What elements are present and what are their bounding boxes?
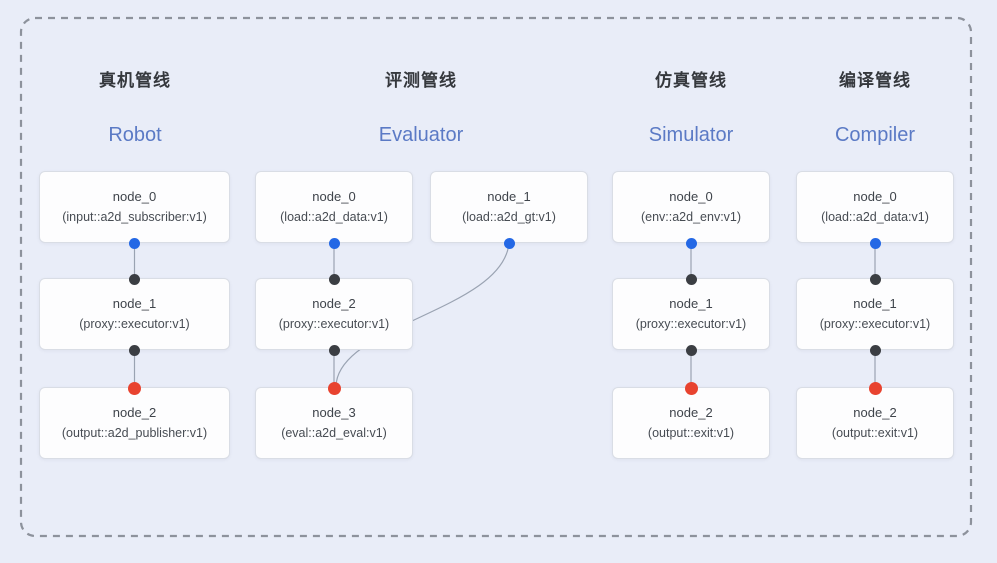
simulator-node-1-box: node_1 (proxy::executor:v1): [612, 278, 770, 350]
evaluator-node-3-box: node_3 (eval::a2d_eval:v1): [255, 387, 413, 459]
node-detail: (load::a2d_data:v1): [280, 210, 388, 224]
pipeline-title-simulator-cn: 仿真管线: [655, 71, 727, 90]
simulator-node-0-box: node_0 (env::a2d_env:v1): [612, 171, 770, 243]
node-name: node_2: [312, 296, 356, 311]
node-name: node_1: [112, 296, 157, 311]
pipeline-title-robot-cn: 真机管线: [99, 71, 171, 90]
node-name: node_1: [669, 296, 713, 311]
node-name: node_0: [112, 189, 157, 204]
port-dot-blue: [869, 237, 881, 249]
node-detail: (env::a2d_env:v1): [640, 210, 742, 224]
compiler-node-0-box: node_0 (load::a2d_data:v1): [796, 171, 954, 243]
port-dot-red: [327, 381, 341, 395]
node-name: node_2: [669, 405, 713, 420]
pipeline-title-robot-en: Robot: [108, 124, 162, 146]
node-detail: (load::a2d_data:v1): [821, 210, 929, 224]
evaluator-node-1-box: node_1 (load::a2d_gt:v1): [430, 171, 588, 243]
compiler-node-1-box: node_1 (proxy::executor:v1): [796, 278, 954, 350]
node-detail: (output::a2d_publisher:v1): [61, 426, 208, 440]
port-dot-black: [129, 344, 140, 356]
node-detail: (output::exit:v1): [647, 426, 735, 440]
port-dot-blue: [328, 237, 340, 249]
pipeline-title-evaluator-cn: 评测管线: [385, 71, 457, 90]
port-dot-black: [129, 273, 140, 285]
pipeline-title-simulator-en: Simulator: [648, 124, 734, 146]
port-dot-blue: [685, 237, 697, 249]
simulator-node-2-box: node_2 (output::exit:v1): [612, 387, 770, 459]
node-name: node_0: [853, 189, 897, 204]
pipeline-title-compiler-cn: 编译管线: [839, 71, 911, 90]
node-name: node_3: [312, 405, 356, 420]
port-dot-black: [869, 273, 881, 285]
dashed-frame: [19, 16, 973, 538]
node-name: node_0: [669, 189, 713, 204]
node-detail: (proxy::executor:v1): [278, 317, 390, 331]
node-name: node_2: [112, 405, 157, 420]
compiler-node-2-box: node_2 (output::exit:v1): [796, 387, 954, 459]
node-name: node_1: [487, 189, 531, 204]
node-detail: (eval::a2d_eval:v1): [281, 426, 387, 440]
pipeline-title-compiler-en: Compiler: [834, 124, 916, 146]
node-detail: (proxy::executor:v1): [79, 317, 190, 331]
node-name: node_1: [853, 296, 897, 311]
node-detail: (output::exit:v1): [831, 426, 919, 440]
edge-evaluator-node1-node3-curve: [335, 242, 510, 387]
port-dot-black: [869, 344, 881, 356]
port-dot-red: [868, 381, 882, 395]
node-name: node_0: [312, 189, 356, 204]
port-dot-blue: [129, 237, 140, 249]
node-detail: (proxy::executor:v1): [635, 317, 747, 331]
node-name: node_2: [853, 405, 897, 420]
node-detail: (input::a2d_subscriber:v1): [62, 210, 207, 224]
node-detail: (load::a2d_gt:v1): [462, 210, 556, 224]
port-dot-red: [128, 381, 141, 395]
evaluator-node-2-box: node_2 (proxy::executor:v1): [255, 278, 413, 350]
pipeline-title-evaluator-en: Evaluator: [378, 124, 464, 146]
port-dot-black: [328, 273, 340, 285]
robot-node-1-box: node_1 (proxy::executor:v1): [39, 278, 230, 350]
port-dot-blue: [503, 237, 515, 249]
port-dot-black: [328, 344, 340, 356]
evaluator-node-0-box: node_0 (load::a2d_data:v1): [255, 171, 413, 243]
port-dot-black: [685, 344, 697, 356]
port-dot-black: [685, 273, 697, 285]
node-detail: (proxy::executor:v1): [819, 317, 931, 331]
robot-node-0-box: node_0 (input::a2d_subscriber:v1): [39, 171, 230, 243]
port-dot-red: [684, 381, 698, 395]
robot-node-2-box: node_2 (output::a2d_publisher:v1): [39, 387, 230, 459]
